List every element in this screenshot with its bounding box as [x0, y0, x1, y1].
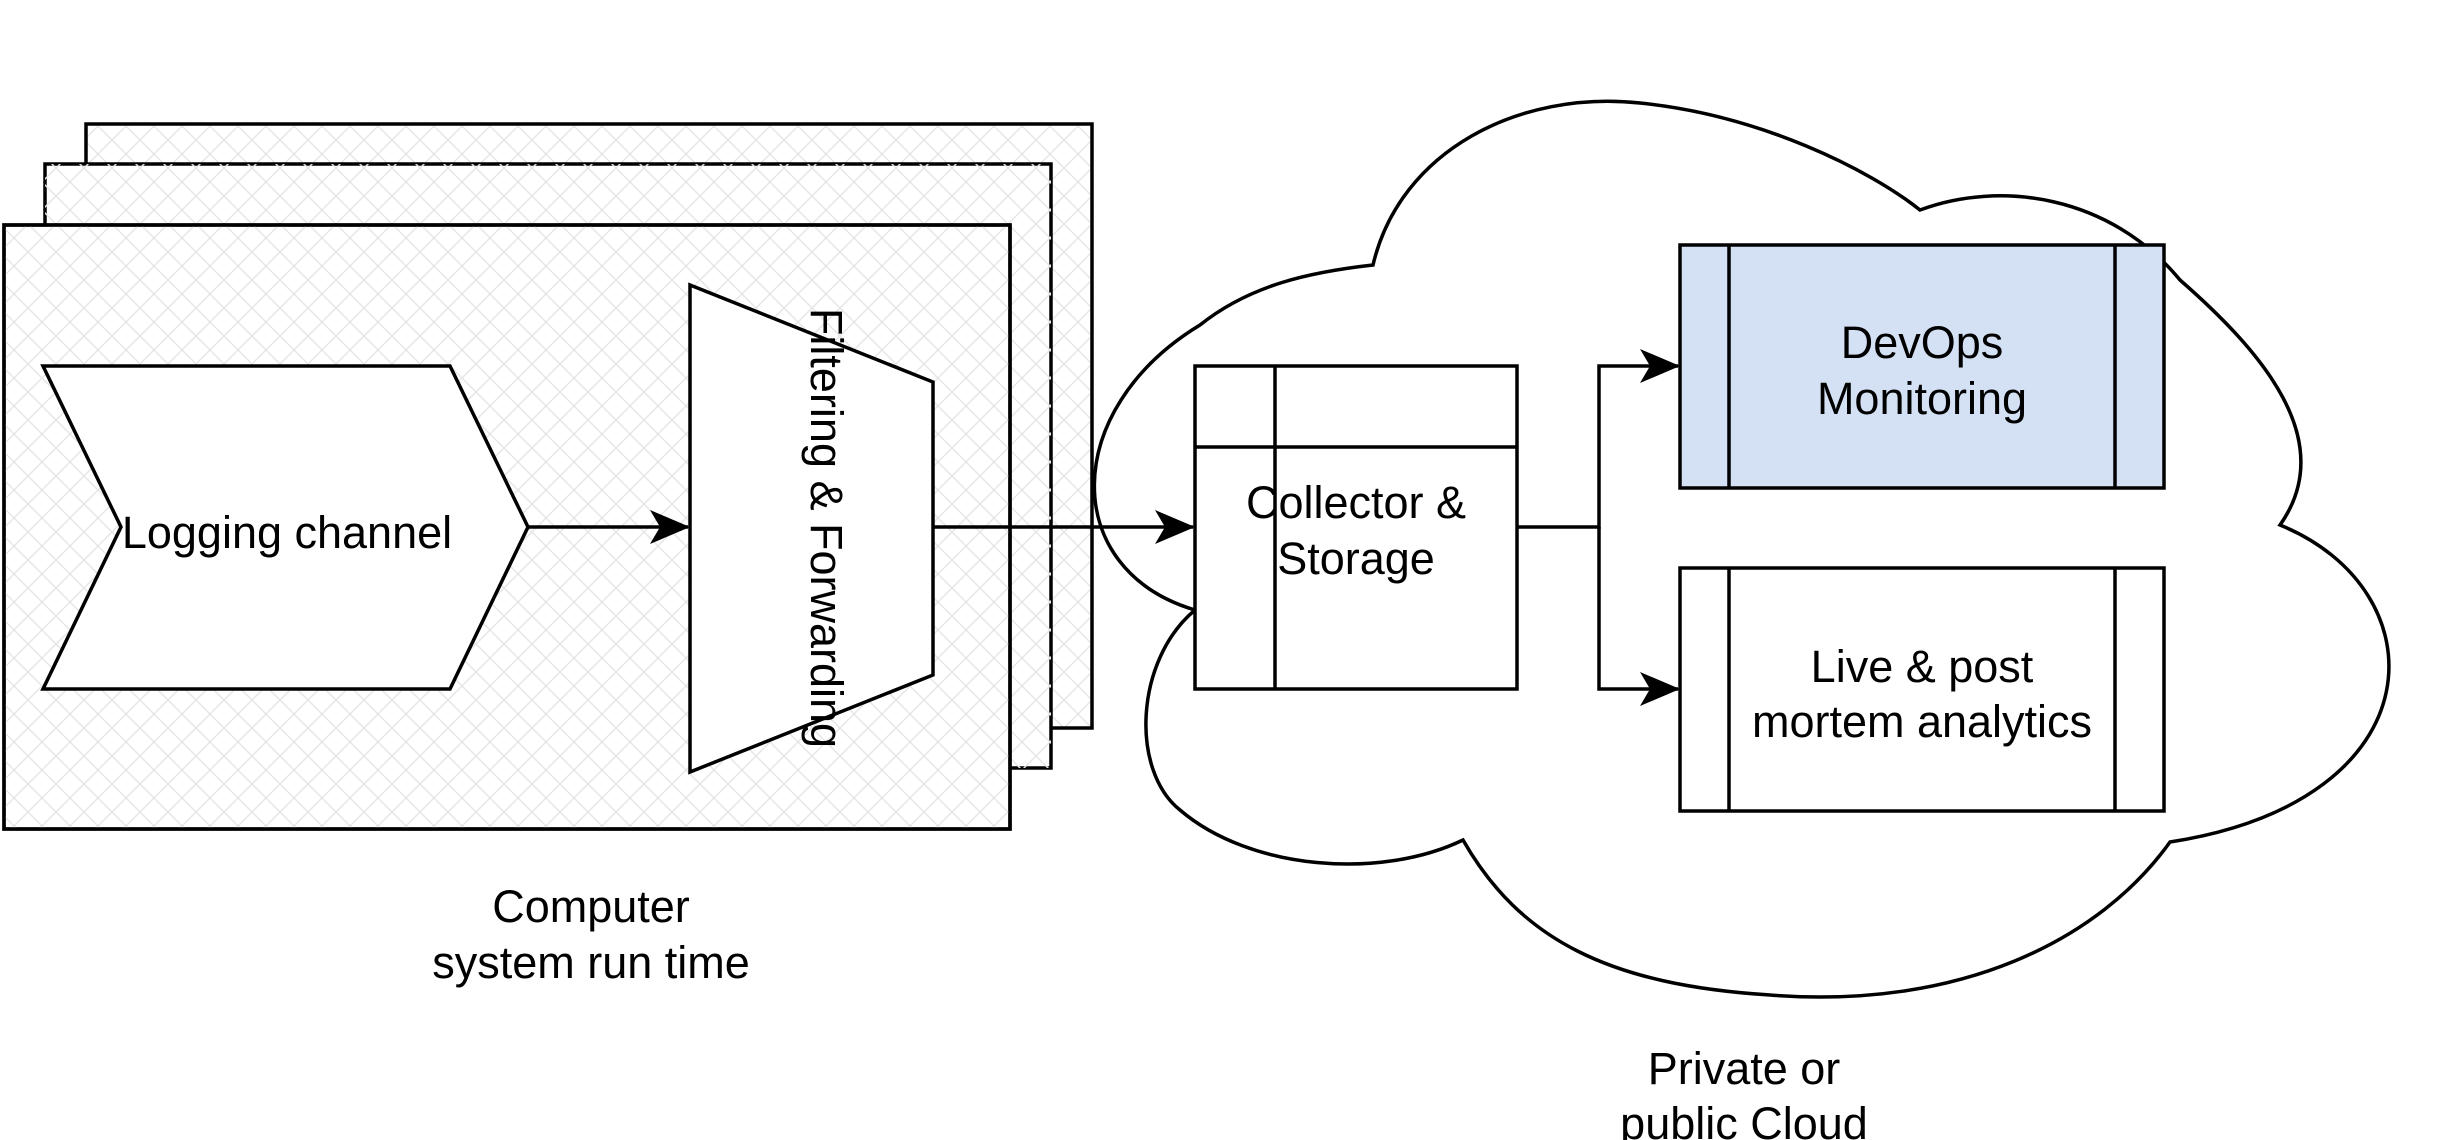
cloud-caption-line1: Private or: [1648, 1043, 1841, 1094]
devops-monitoring-label-line2: Monitoring: [1817, 373, 2027, 424]
collector-storage-label-line2: Storage: [1277, 533, 1435, 584]
computer-system-caption-line1: Computer: [492, 881, 690, 932]
devops-monitoring-shape: [1678, 243, 2166, 490]
collector-storage-label-line1: Collector &: [1246, 477, 1466, 528]
collector-storage-shape: [1193, 364, 1519, 691]
edge-collector-to-analytics: [1597, 527, 1680, 706]
filtering-forwarding-label: Filtering & Forwarding: [801, 308, 852, 748]
edge-collector-to-devops: [1517, 349, 1680, 529]
filtering-forwarding-shape[interactable]: [688, 282, 935, 775]
logging-channel-label: Logging channel: [122, 507, 452, 558]
computer-system-caption-line2: system run time: [432, 937, 750, 988]
devops-monitoring-node[interactable]: DevOps Monitoring: [1678, 243, 2166, 490]
devops-monitoring-label-line1: DevOps: [1841, 317, 2004, 368]
analytics-shape: [1678, 566, 2166, 813]
logging-channel-shape[interactable]: [40, 364, 530, 691]
analytics-label-line2: mortem analytics: [1752, 696, 2092, 747]
analytics-node[interactable]: Live & post mortem analytics: [1678, 566, 2166, 813]
collector-storage-node[interactable]: Collector & Storage: [1193, 364, 1519, 691]
cloud-caption-line2: public Cloud: [1620, 1098, 1868, 1140]
analytics-label-line1: Live & post: [1811, 641, 2034, 692]
